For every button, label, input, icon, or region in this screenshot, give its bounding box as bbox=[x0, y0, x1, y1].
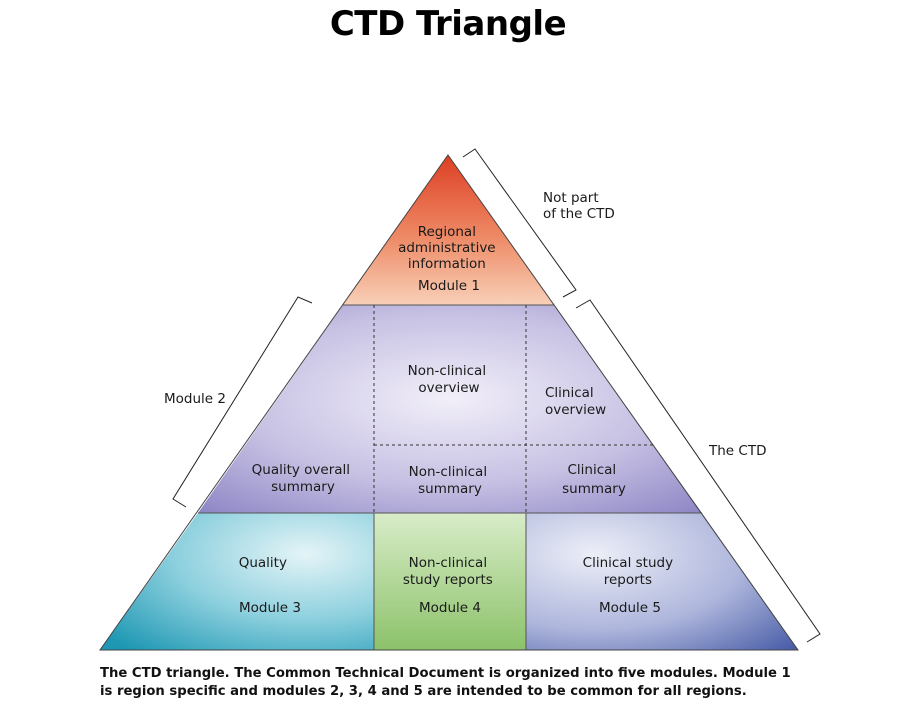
triangle-outline bbox=[99, 154, 799, 651]
module1-label: Regional administrative information Modu… bbox=[398, 224, 500, 294]
module3-region bbox=[100, 513, 374, 650]
nonclinical-overview-label: Non-clinical overview bbox=[408, 363, 491, 396]
nonclinical-summary-label: Non-clinical summary bbox=[409, 464, 492, 497]
module1-line-1: Regional bbox=[418, 224, 476, 240]
module5-label: Clinical study reports Module 5 bbox=[583, 555, 678, 616]
module2-region bbox=[198, 305, 702, 513]
the-ctd-bracket bbox=[575, 299, 821, 643]
module4-number: Module 4 bbox=[419, 600, 481, 616]
quality-overall-summary-label: Quality overall summary bbox=[252, 462, 355, 495]
module4-region bbox=[374, 513, 526, 650]
module5-region bbox=[526, 513, 798, 650]
caption-line-2: is region specific and modules 2, 3, 4 a… bbox=[100, 684, 747, 699]
not-part-label: Not part of the CTD bbox=[543, 190, 615, 222]
clinical-summary-label: Clinical summary bbox=[562, 462, 626, 497]
module2-bracket bbox=[172, 296, 313, 508]
module1-line-2: administrative bbox=[398, 240, 496, 256]
module1-line-3: information bbox=[408, 256, 486, 272]
module3-label: Quality Module 3 bbox=[239, 555, 301, 616]
not-part-bracket bbox=[462, 148, 577, 298]
module4-label: Non-clinical study reports Module 4 bbox=[403, 555, 497, 616]
page-title: CTD Triangle bbox=[329, 4, 567, 44]
module3-number: Module 3 bbox=[239, 600, 301, 616]
module1-number: Module 1 bbox=[418, 278, 480, 294]
module5-number: Module 5 bbox=[599, 600, 661, 616]
caption-line-1: The CTD triangle. The Common Technical D… bbox=[100, 666, 791, 681]
module1-region bbox=[343, 155, 554, 305]
module2-bracket-label: Module 2 bbox=[164, 391, 226, 407]
the-ctd-label: The CTD bbox=[708, 443, 766, 459]
clinical-overview-label: Clinical overview bbox=[545, 385, 606, 418]
figure-caption: The CTD triangle. The Common Technical D… bbox=[100, 665, 820, 701]
